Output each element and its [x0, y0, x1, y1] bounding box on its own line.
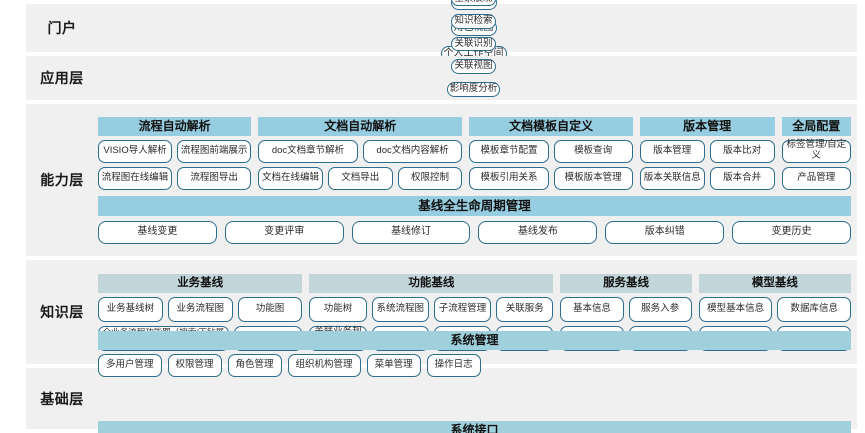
cap-item-visio-import[interactable]: VISIO导人解析 [98, 139, 173, 163]
capability-lifecycle: 基线全生命周期管理 基线变更 变更评审 基线修订 基线发布 版本纠错 变更历史 [98, 195, 851, 244]
layer-application: 应用层 全景展现 知识检索 关联识别 关联视图 影响度分析 生成用例 自动生成导… [26, 0, 857, 165]
app-item-knowledge-search[interactable]: 知识检索 [451, 14, 496, 29]
capability-groups: 流程自动解析 VISIO导人解析 流程图前端展示 流程图在线编辑 流程图导出 文… [98, 116, 851, 190]
layer-capability-label: 能力层 [40, 172, 84, 188]
group-title-system-mgmt: 系统管理 [98, 330, 851, 350]
app-item-panorama[interactable]: 全景展现 [451, 0, 496, 7]
know-item-service-input-param[interactable]: 服务入参 [628, 296, 692, 322]
base-item-multi-user-mgmt[interactable]: 多用户管理 [98, 353, 162, 377]
layer-capability-body: 流程自动解析 VISIO导人解析 流程图前端展示 流程图在线编辑 流程图导出 文… [98, 104, 857, 256]
group-row: 模板引用关系 模板版本管理 [469, 166, 633, 190]
know-item-basic-info[interactable]: 基本信息 [560, 296, 624, 322]
group-row: 基本信息 服务入参 [560, 296, 692, 322]
group-row: 业务基线树 业务流程图 功能图 [98, 296, 303, 322]
cap-item-template-reference[interactable]: 模板引用关系 [469, 166, 549, 190]
group-row: 产品管理 [781, 166, 851, 190]
layer-application-label: 应用层 [40, 70, 84, 86]
group-title-business-baseline: 业务基线 [98, 273, 303, 293]
know-item-system-flow-chart[interactable]: 系统流程图 [371, 296, 429, 322]
foundation-group-system-interface: 系统接口 jira confluence 接口自动化平台 [98, 420, 851, 433]
cap-item-doc-chapter-parse[interactable]: doc文档章节解析 [258, 139, 358, 163]
layer-portal: 门户 系统门户 角色视图 个人工作空间 [26, 0, 857, 61]
cap-item-version-relation-info[interactable]: 版本关联信息 [639, 166, 705, 190]
know-item-subprocess-mgmt[interactable]: 子流程管理 [433, 296, 492, 322]
cap-item-tag-manage-custom[interactable]: 标签管理/自定义 [781, 139, 851, 163]
capability-group-doc-parse: 文档自动解析 doc文档章节解析 doc文档内容解析 文档在线编辑 文档导出 权… [258, 116, 463, 190]
layer-portal-label: 门户 [47, 20, 77, 36]
lifecycle-item-baseline-release[interactable]: 基线发布 [478, 220, 598, 244]
group-title-doc-template: 文档模板自定义 [469, 116, 633, 136]
lifecycle-items: 基线变更 变更评审 基线修订 基线发布 版本纠错 变更历史 [98, 220, 851, 244]
cap-item-product-manage[interactable]: 产品管理 [781, 166, 851, 190]
group-title-doc-parse: 文档自动解析 [258, 116, 463, 136]
cap-item-version-manage[interactable]: 版本管理 [639, 139, 705, 163]
cap-item-template-version-mgmt[interactable]: 模板版本管理 [553, 166, 633, 190]
cap-item-version-merge[interactable]: 版本合并 [709, 166, 775, 190]
cap-item-flow-export[interactable]: 流程图导出 [177, 166, 252, 190]
know-item-model-basic-info[interactable]: 模型基本信息 [698, 296, 773, 322]
foundation-group-system-mgmt: 系统管理 多用户管理 权限管理 角色管理 组织机构管理 菜单管理 操作日志 [98, 330, 851, 377]
group-row: 版本管理 版本比对 [639, 139, 775, 163]
layer-foundation-label: 基础层 [40, 390, 84, 407]
base-item-org-structure-mgmt[interactable]: 组织机构管理 [287, 353, 361, 377]
cap-item-permission-control[interactable]: 权限控制 [397, 166, 463, 190]
app-item-relation-view[interactable]: 关联视图 [451, 59, 496, 74]
know-item-business-baseline-tree[interactable]: 业务基线树 [98, 296, 163, 322]
cap-item-template-chapter-config[interactable]: 模板章节配置 [469, 139, 549, 163]
group-row: 模板章节配置 模板查询 [469, 139, 633, 163]
lifecycle-item-baseline-revise[interactable]: 基线修订 [351, 220, 471, 244]
group-title-service-baseline: 服务基线 [560, 273, 692, 293]
group-row: 版本关联信息 版本合并 [639, 166, 775, 190]
group-title-function-baseline: 功能基线 [309, 273, 554, 293]
lifecycle-item-change-history[interactable]: 变更历史 [732, 220, 851, 244]
base-item-operation-log[interactable]: 操作日志 [426, 353, 481, 377]
capability-group-process-parse: 流程自动解析 VISIO导人解析 流程图前端展示 流程图在线编辑 流程图导出 [98, 116, 252, 190]
capability-group-global-config: 全局配置 标签管理/自定义 产品管理 [781, 116, 851, 190]
group-row: doc文档章节解析 doc文档内容解析 [258, 139, 463, 163]
cap-item-doc-content-parse[interactable]: doc文档内容解析 [362, 139, 463, 163]
layer-capability: 能力层 流程自动解析 VISIO导人解析 流程图前端展示 流程图在线编辑 流程图… [26, 104, 857, 256]
know-item-function-chart[interactable]: 功能图 [237, 296, 303, 322]
base-item-menu-mgmt[interactable]: 菜单管理 [366, 353, 421, 377]
capability-group-doc-template: 文档模板自定义 模板章节配置 模板查询 模板引用关系 模板版本管理 [469, 116, 633, 190]
group-row: 文档在线编辑 文档导出 权限控制 [258, 166, 463, 190]
group-title-system-interface: 系统接口 [98, 420, 851, 433]
know-item-database-info[interactable]: 数据库信息 [777, 296, 852, 322]
cap-item-flow-frontend-display[interactable]: 流程图前端展示 [177, 139, 252, 163]
base-item-permission-mgmt[interactable]: 权限管理 [167, 353, 222, 377]
layer-application-items: 全景展现 知识检索 关联识别 关联视图 影响度分析 生成用例 自动生成导出文档 … [98, 0, 857, 165]
cap-item-version-compare[interactable]: 版本比对 [709, 139, 775, 163]
group-row: 模型基本信息 数据库信息 [698, 296, 852, 322]
base-item-role-mgmt[interactable]: 角色管理 [227, 353, 282, 377]
group-row: 标签管理/自定义 [781, 139, 851, 163]
group-row: 流程图在线编辑 流程图导出 [98, 166, 252, 190]
layer-foundation-body: 系统管理 多用户管理 权限管理 角色管理 组织机构管理 菜单管理 操作日志 系统… [98, 330, 857, 433]
group-row: 功能树 系统流程图 子流程管理 关联服务 [309, 296, 554, 322]
group-row: VISIO导人解析 流程图前端展示 [98, 139, 252, 163]
group-title-model-baseline: 模型基线 [698, 273, 851, 293]
group-title-process-parse: 流程自动解析 [98, 116, 252, 136]
lifecycle-item-version-correction[interactable]: 版本纠错 [605, 220, 725, 244]
foundation-system-mgmt-items: 多用户管理 权限管理 角色管理 组织机构管理 菜单管理 操作日志 [98, 353, 851, 377]
cap-item-doc-online-edit[interactable]: 文档在线编辑 [258, 166, 323, 190]
group-title-global-config: 全局配置 [781, 116, 851, 136]
know-item-function-tree[interactable]: 功能树 [309, 296, 367, 322]
app-item-relation-identify[interactable]: 关联识别 [451, 36, 496, 52]
group-title-version-mgmt: 版本管理 [639, 116, 775, 136]
lifecycle-item-change-review[interactable]: 变更评审 [224, 220, 344, 244]
capability-group-version-mgmt: 版本管理 版本管理 版本比对 版本关联信息 版本合并 [639, 116, 775, 190]
layer-knowledge-label: 知识层 [40, 304, 84, 320]
layer-foundation: 基础层 系统管理 多用户管理 权限管理 角色管理 组织机构管理 菜单管理 操作日… [26, 330, 857, 433]
lifecycle-title: 基线全生命周期管理 [98, 195, 851, 216]
lifecycle-item-baseline-change[interactable]: 基线变更 [98, 220, 217, 244]
know-item-related-service[interactable]: 关联服务 [496, 296, 554, 322]
cap-item-doc-export[interactable]: 文档导出 [327, 166, 393, 190]
cap-item-flow-online-edit[interactable]: 流程图在线编辑 [98, 166, 173, 190]
know-item-business-flow-chart[interactable]: 业务流程图 [167, 296, 233, 322]
cap-item-template-query[interactable]: 模板查询 [553, 139, 633, 163]
app-item-impact-analysis[interactable]: 影响度分析 [446, 82, 501, 97]
